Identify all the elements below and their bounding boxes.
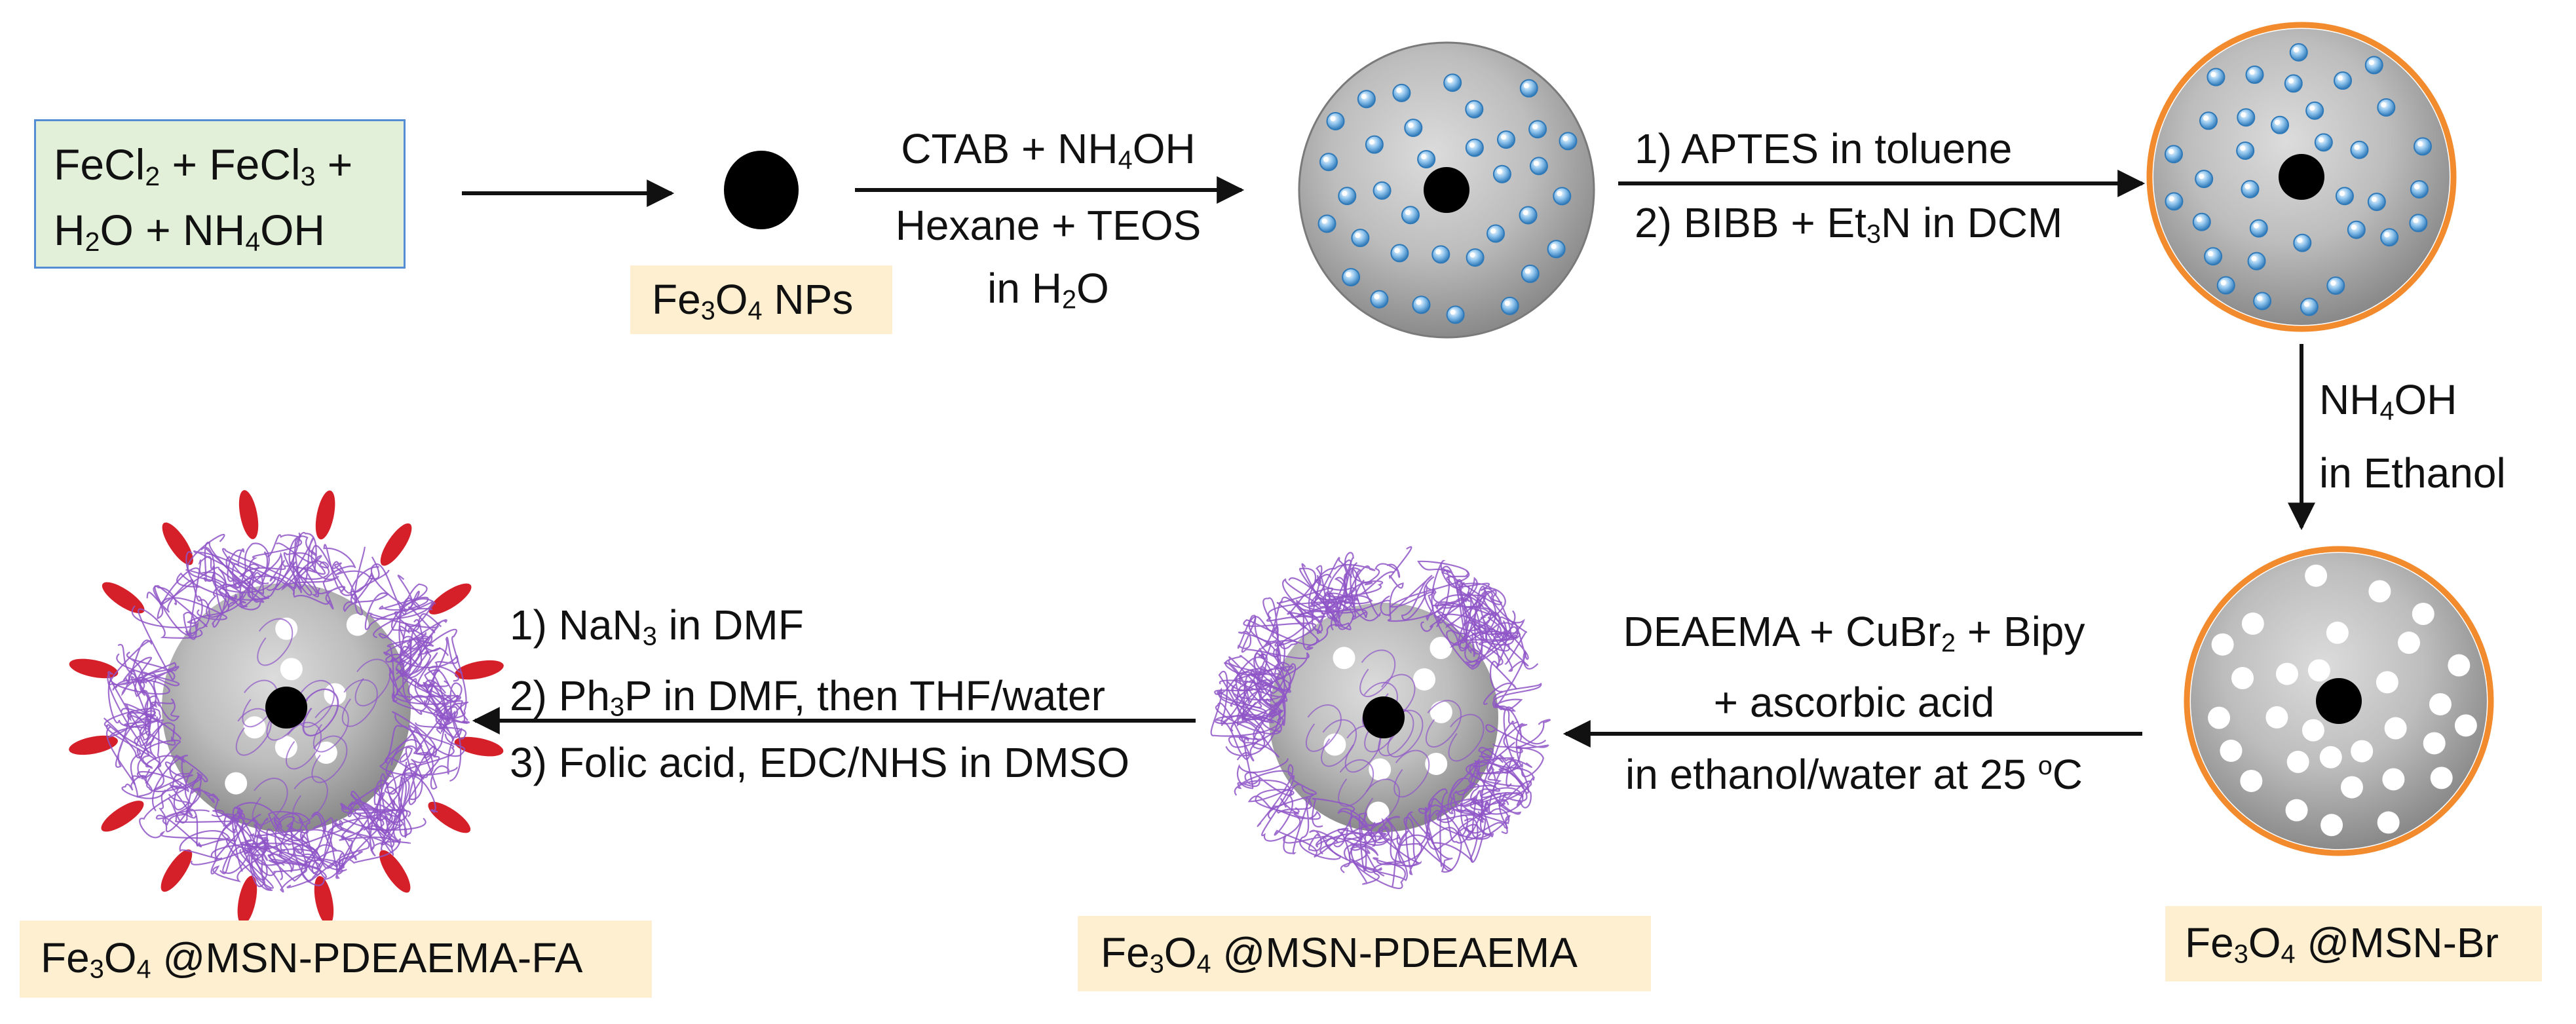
- step2-line-1: 1) APTES in toluene: [1635, 125, 2013, 172]
- msn-sphere-blue-pores: [1298, 41, 1595, 339]
- label-br: Fe3O4 @MSN-Br: [2185, 919, 2499, 969]
- msn-br-sphere: [2184, 546, 2494, 856]
- step4-line-1: DEAEMA + CuBr2 + Bipy: [1623, 608, 2085, 658]
- fe3o4-nanoparticle: [724, 151, 799, 229]
- step3-line-2: in Ethanol: [2319, 449, 2506, 497]
- msn-sphere-orange-shell: [2146, 22, 2457, 332]
- step5-line-3: 3) Folic acid, EDC/NHS in DMSO: [510, 739, 1129, 786]
- reactants-line-2: H2O + NH4OH: [54, 206, 326, 257]
- label-box-np: [630, 265, 892, 334]
- step5-line-2: 2) Ph3P in DMF, then THF/water: [510, 672, 1105, 722]
- msn-pdeaema-fa-sphere: [69, 490, 504, 925]
- step1-line-2: Hexane + TEOS: [895, 202, 1202, 249]
- label-np: Fe3O4 NPs: [652, 276, 854, 326]
- step5-line-1: 1) NaN3 in DMF: [510, 601, 804, 651]
- step4-line-2: + ascorbic acid: [1713, 679, 1995, 726]
- label-box-fa: [20, 920, 652, 998]
- step4-line-3: in ethanol/water at 25 oC: [1625, 751, 2083, 798]
- reactants-line-1: FeCl2 + FeCl3 +: [54, 140, 353, 191]
- label-pdeaema: Fe3O4 @MSN-PDEAEMA: [1101, 929, 1578, 979]
- step1-line-1: CTAB + NH4OH: [901, 125, 1196, 175]
- step1-line-3: in H2O: [987, 265, 1109, 314]
- step2-line-2: 2) BIBB + Et3N in DCM: [1635, 199, 2063, 249]
- reactants-box: [34, 119, 406, 269]
- label-box-br: [2165, 906, 2542, 981]
- label-fa: Fe3O4 @MSN-PDEAEMA-FA: [41, 934, 583, 984]
- step3-line-1: NH4OH: [2319, 376, 2457, 426]
- msn-pdeaema-sphere: [1210, 546, 1551, 890]
- label-box-pdeaema: [1078, 916, 1651, 991]
